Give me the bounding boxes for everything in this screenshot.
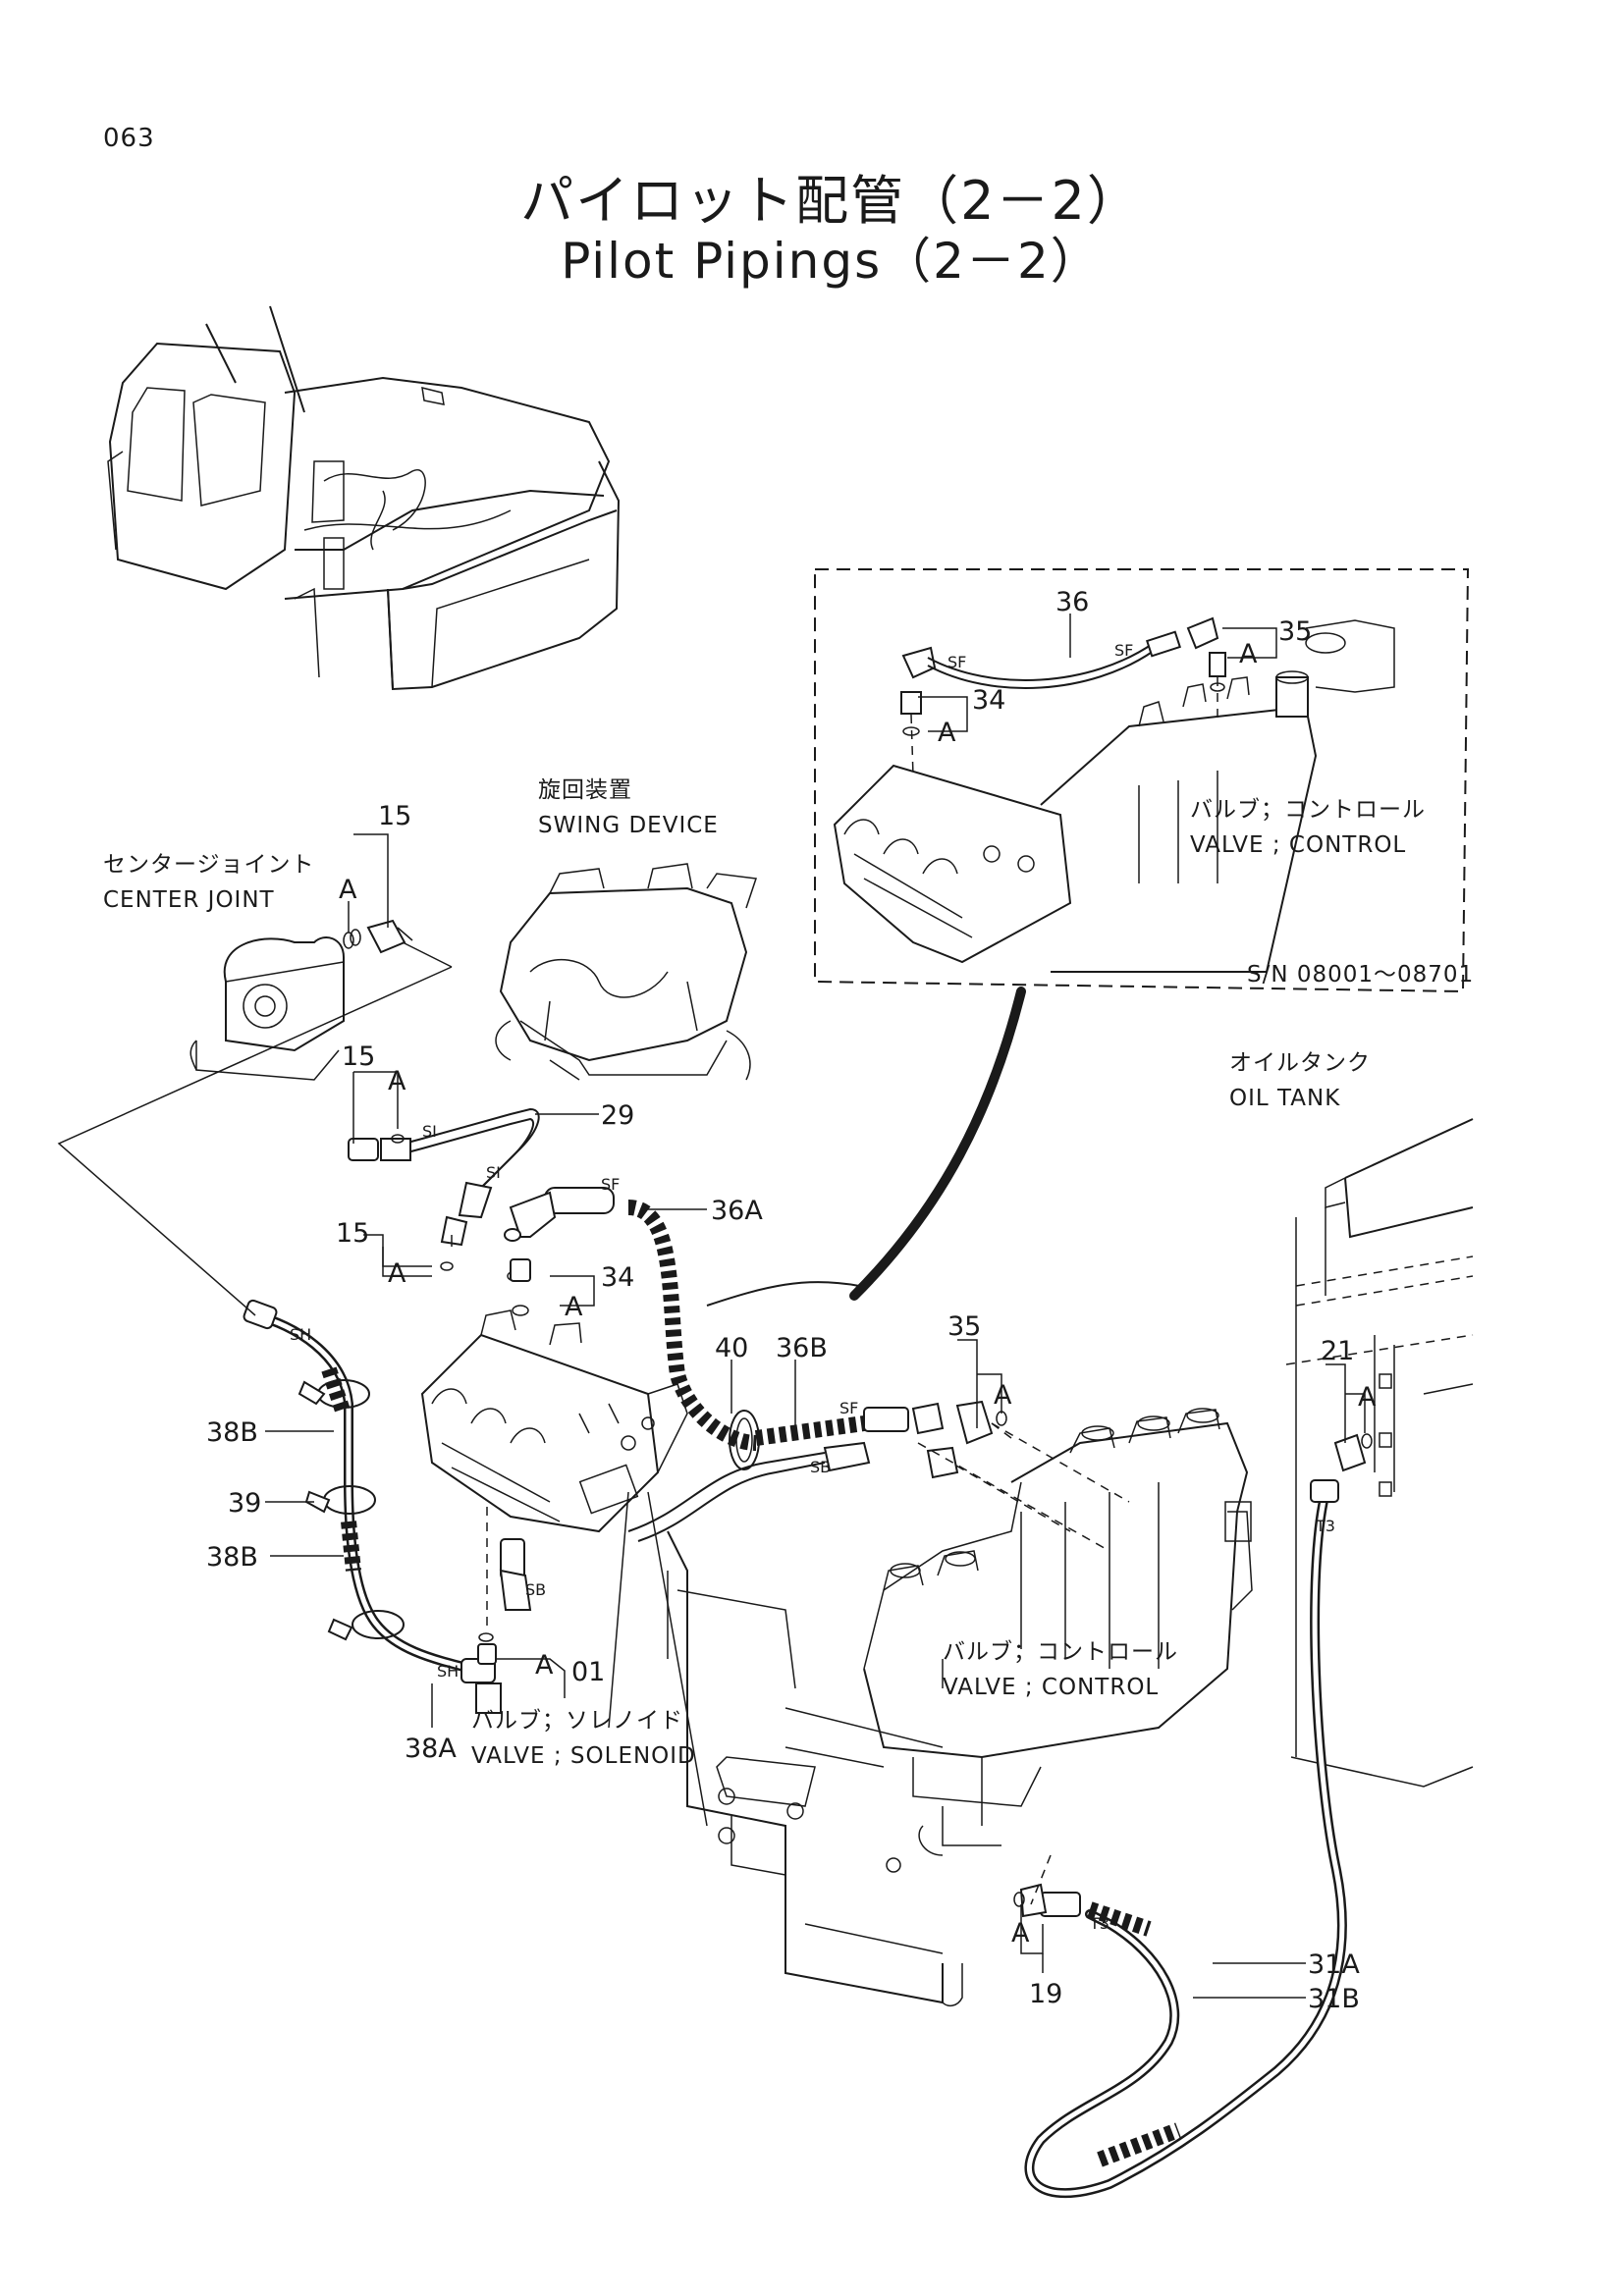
hose-sb: [499, 1441, 959, 1611]
valve-solenoid-label-jp: バルブ；ソレノイド: [471, 1708, 683, 1734]
oil-tank-label-en: OIL TANK: [1229, 1086, 1340, 1111]
part-number-40: 40: [715, 1333, 748, 1363]
hose-29: [348, 1107, 540, 1247]
part-number-36b: 36B: [776, 1333, 828, 1363]
a-mark-10: A: [938, 718, 956, 748]
hose-38-assembly: [243, 1299, 502, 1714]
part-number-38b-upper: 38B: [206, 1417, 258, 1448]
fitting-code-t3-2: T3: [1089, 1914, 1109, 1933]
valve-solenoid-label-en: VALVE ; SOLENOID: [471, 1743, 696, 1769]
a-mark-2: A: [388, 1066, 406, 1096]
mounting-bracket-illustration: [667, 1530, 963, 2007]
part-number-35: 35: [947, 1311, 981, 1342]
fitting-code-sb-1: SB: [810, 1458, 831, 1476]
a-mark-6: A: [994, 1380, 1012, 1411]
a-mark-3: A: [388, 1258, 406, 1289]
fitting-code-sb-2: SB: [525, 1580, 546, 1599]
center-joint-label-jp: センタージョイント: [103, 852, 315, 878]
hose-36b: [754, 1400, 994, 1446]
center-joint-label-en: CENTER JOINT: [103, 887, 275, 913]
inset-detail-box: [814, 568, 1470, 993]
fitting-code-sf-4: SF: [839, 1399, 858, 1417]
part-number-34: 34: [601, 1262, 634, 1293]
swing-device-illustration: [495, 863, 758, 1081]
fitting-code-sf-3: SF: [601, 1175, 620, 1194]
oil-tank-illustration: [1285, 1118, 1474, 1788]
part-number-39: 39: [228, 1488, 261, 1519]
a-mark-1: A: [339, 875, 357, 905]
center-joint-illustration: [189, 919, 413, 1081]
leader-lines: [57, 614, 1366, 1999]
part-number-35-inset: 35: [1278, 616, 1312, 647]
part-number-31a: 31A: [1308, 1949, 1360, 1980]
fitting-code-sf-1: SF: [947, 653, 966, 671]
o-rings: [350, 929, 1373, 1907]
part-number-31b: 31B: [1308, 1984, 1360, 2014]
solenoid-valve-illustration: [420, 1309, 688, 1533]
part-number-38a: 38A: [405, 1734, 457, 1764]
valve-control-label-jp: バルブ；コントロール: [943, 1639, 1178, 1665]
inset-valve-control-label-en: VALVE ; CONTROL: [1190, 832, 1406, 858]
part-number-19: 19: [1029, 1979, 1062, 2009]
fitting-code-sh-2: SH: [437, 1662, 459, 1681]
valve-control-label-en: VALVE ; CONTROL: [943, 1675, 1159, 1700]
part-number-15-top: 15: [378, 801, 411, 831]
page-title-japanese: パイロット配管（2－2）: [520, 170, 1142, 232]
swing-device-label-jp: 旋回装置: [538, 777, 632, 803]
clamp-40: [729, 1410, 760, 1470]
a-mark-9: A: [1239, 639, 1258, 669]
hose-36a: [504, 1187, 757, 1451]
hose-31: [1019, 1433, 1367, 2199]
control-valve-illustration: [863, 1408, 1253, 1856]
part-number-36: 36: [1055, 587, 1089, 617]
inset-leader-arc: [849, 987, 1026, 1301]
part-number-38b-lower: 38B: [206, 1542, 258, 1573]
serial-range-label: S/N 08001～08701: [1247, 962, 1474, 988]
part-number-34-inset: 34: [972, 685, 1005, 716]
oil-tank-label-jp: オイルタンク: [1229, 1050, 1371, 1076]
part-number-36a: 36A: [711, 1196, 763, 1226]
a-mark-4: A: [565, 1292, 583, 1322]
part-number-29: 29: [601, 1100, 634, 1131]
part-number-01: 01: [571, 1657, 605, 1687]
fitting-code-si-1: SI: [422, 1122, 437, 1141]
inset-valve-control-label-jp: バルブ；コントロール: [1190, 797, 1426, 823]
swing-device-label-en: SWING DEVICE: [538, 813, 719, 838]
fitting-code-t3-1: T3: [1315, 1517, 1335, 1535]
part-number-15-middle: 15: [342, 1041, 375, 1072]
fitting-code-si-2: SI: [486, 1163, 501, 1182]
fitting-code-sh-1: SH: [290, 1325, 311, 1344]
a-mark-8: A: [1011, 1918, 1030, 1949]
page-number: 063: [103, 124, 155, 153]
fitting-code-sf-2: SF: [1114, 641, 1133, 660]
part-number-21: 21: [1321, 1336, 1354, 1366]
excavator-overview-illustration: [107, 305, 621, 691]
a-mark-5: A: [535, 1650, 554, 1681]
part-number-15-lower: 15: [336, 1218, 369, 1249]
page-title-english: Pilot Pipings（2－2）: [561, 233, 1102, 290]
a-mark-7: A: [1358, 1382, 1377, 1413]
